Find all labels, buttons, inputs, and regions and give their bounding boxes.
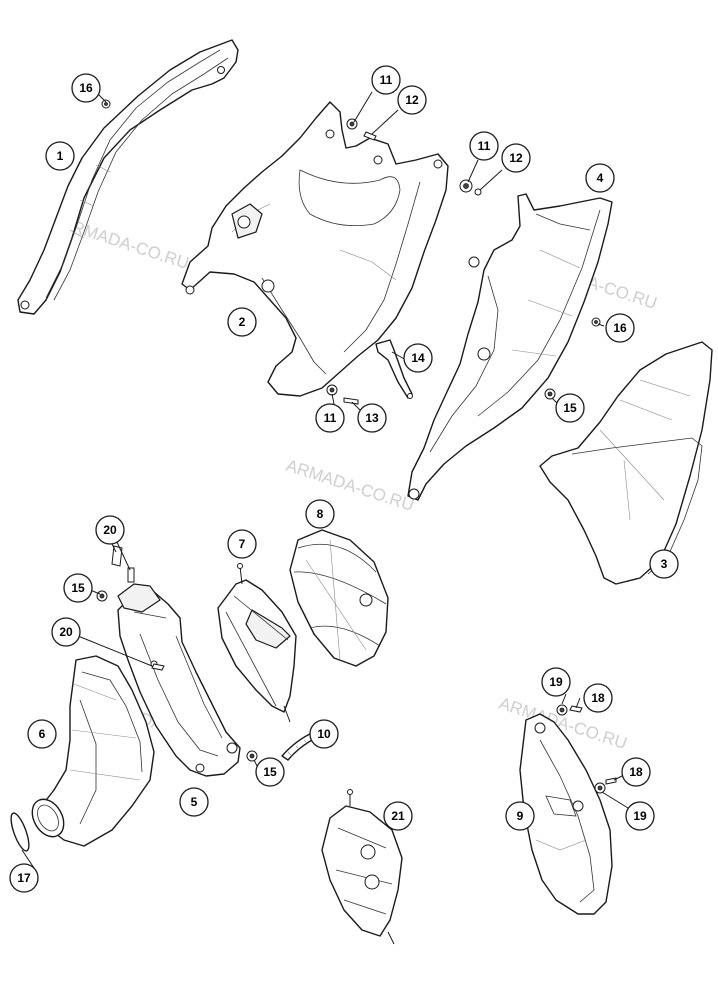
svg-text:19: 19	[549, 675, 563, 689]
hw-20b	[127, 567, 135, 583]
hw-18a	[569, 705, 583, 713]
svg-text:1: 1	[57, 149, 64, 163]
callout-1: 1	[45, 141, 75, 171]
part-9-lower-cover	[519, 713, 613, 915]
callout-3: 3	[649, 549, 679, 579]
callout-4: 4	[585, 163, 615, 193]
callout-13: 13	[357, 403, 387, 433]
callout-15b: 15	[63, 573, 93, 603]
part-4-side-panel	[407, 193, 613, 501]
callout-11a: 11	[371, 65, 401, 95]
svg-text:4: 4	[597, 171, 604, 185]
svg-text:8: 8	[317, 507, 324, 521]
callout-15a: 15	[555, 393, 585, 423]
callout-20b: 20	[51, 617, 81, 647]
svg-text:2: 2	[239, 315, 246, 329]
callouts: 1 2 3 4 5 6 7 8 9 10 11 11 11 12 12 13 1…	[9, 65, 679, 893]
hw-18b	[605, 777, 617, 785]
svg-text:15: 15	[71, 581, 85, 595]
hardware-bottom-right	[556, 704, 617, 794]
callout-9: 9	[505, 801, 535, 831]
callout-11b: 11	[469, 131, 499, 161]
svg-text:18: 18	[629, 765, 643, 779]
svg-text:19: 19	[633, 809, 647, 823]
svg-text:15: 15	[563, 401, 577, 415]
callout-15c: 15	[255, 757, 285, 787]
part-7-filter-element	[217, 563, 297, 723]
callout-8: 8	[305, 499, 335, 529]
callout-10: 10	[309, 719, 339, 749]
callout-18b: 18	[621, 757, 651, 787]
callout-18a: 18	[583, 683, 613, 713]
hardware-bottom-left	[96, 545, 258, 762]
part-5-intake-frame	[117, 583, 241, 777]
callout-19a: 19	[541, 667, 571, 697]
part-6-intake-boot	[31, 655, 155, 847]
part-8-filter-cover	[289, 529, 389, 667]
callout-20a: 20	[95, 515, 125, 545]
callout-12a: 12	[397, 85, 427, 115]
svg-text:21: 21	[391, 809, 405, 823]
watermark-3: ARMADA-CO.RU	[284, 456, 417, 515]
hw-13	[343, 397, 359, 405]
part-14-bracket	[375, 339, 413, 399]
part-17-ring	[10, 812, 30, 852]
svg-text:18: 18	[591, 691, 605, 705]
svg-text:10: 10	[317, 727, 331, 741]
callout-21: 21	[383, 801, 413, 831]
callout-11c: 11	[315, 403, 345, 433]
hw-20c	[151, 663, 165, 671]
svg-text:5: 5	[191, 795, 198, 809]
svg-text:20: 20	[59, 625, 73, 639]
hw-12b	[474, 188, 482, 196]
watermark-1: ARMADA-CO.RU	[59, 214, 192, 273]
callout-12b: 12	[501, 143, 531, 173]
svg-text:11: 11	[478, 139, 491, 153]
svg-text:17: 17	[17, 871, 31, 885]
part-2-airbox-frame	[181, 101, 449, 397]
callout-7: 7	[227, 529, 257, 559]
part-3-side-cover	[539, 341, 713, 585]
svg-text:16: 16	[79, 81, 93, 95]
svg-text:15: 15	[263, 765, 277, 779]
svg-text:16: 16	[613, 321, 627, 335]
callout-16b: 16	[605, 313, 635, 343]
svg-text:6: 6	[39, 727, 46, 741]
part-21-container	[321, 789, 403, 945]
svg-text:12: 12	[405, 93, 419, 107]
svg-text:11: 11	[324, 411, 337, 425]
callout-14: 14	[403, 343, 433, 373]
svg-text:14: 14	[411, 351, 425, 365]
hw-12a	[363, 131, 377, 141]
callout-2: 2	[227, 307, 257, 337]
svg-text:20: 20	[103, 523, 117, 537]
svg-text:7: 7	[239, 537, 246, 551]
callout-17: 17	[9, 863, 39, 893]
svg-text:12: 12	[509, 151, 523, 165]
callout-16a: 16	[71, 73, 101, 103]
svg-text:11: 11	[380, 73, 393, 87]
part-1-side-trim	[17, 39, 239, 315]
svg-text:9: 9	[517, 809, 524, 823]
callout-19b: 19	[625, 801, 655, 831]
callout-6: 6	[27, 719, 57, 749]
callout-5: 5	[179, 787, 209, 817]
svg-text:3: 3	[661, 557, 668, 571]
svg-text:13: 13	[365, 411, 379, 425]
